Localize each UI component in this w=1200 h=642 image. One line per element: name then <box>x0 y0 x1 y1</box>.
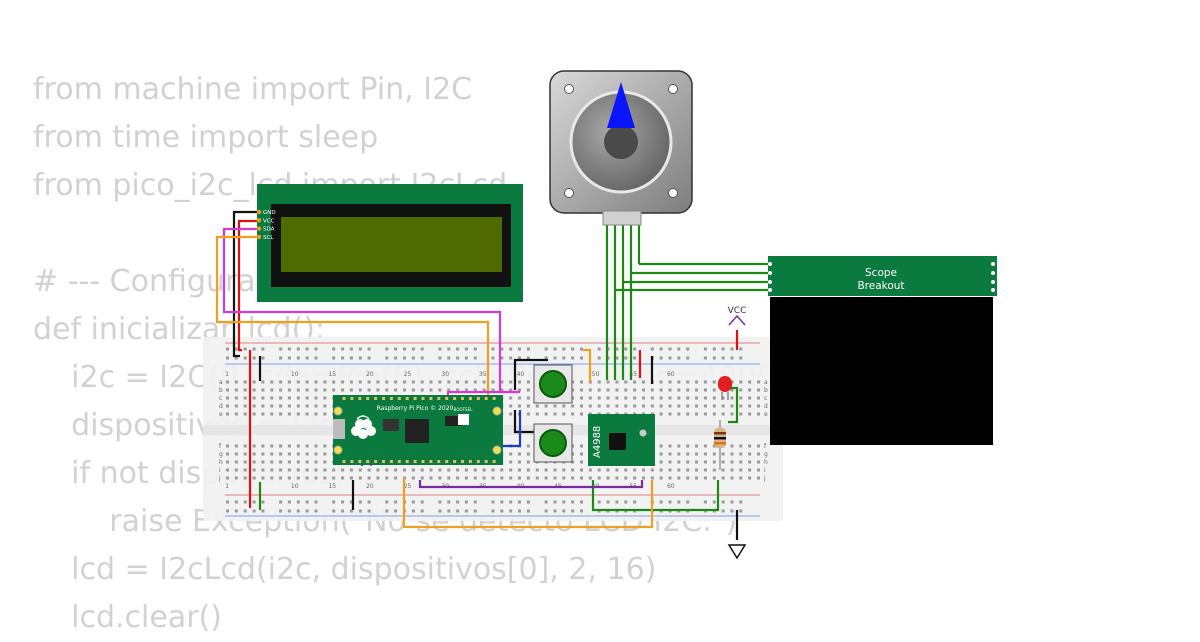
column-number: 15 <box>328 371 336 378</box>
row-letter: f <box>219 443 222 450</box>
scope-title: Scope <box>865 267 897 279</box>
wire-button1 <box>513 358 548 390</box>
column-number: 55 <box>629 371 637 378</box>
row-letter: d <box>219 403 223 410</box>
column-number: 25 <box>404 371 412 378</box>
motor-wires <box>605 225 770 380</box>
lcd-pin-label: VCC <box>263 218 275 224</box>
wire-lcd-vcc <box>237 219 257 352</box>
code-line: from machine import Pin, I2C <box>33 72 473 107</box>
row-letter: g <box>764 451 768 458</box>
column-number: 10 <box>291 371 299 378</box>
pico-pins <box>342 397 496 463</box>
column-number: 15 <box>328 483 336 490</box>
pico-label: Raspberry Pi Pico © 2020 <box>377 405 454 412</box>
row-letter: a <box>764 379 768 386</box>
scope-subtitle: Breakout <box>857 280 904 292</box>
code-line: from time import sleep <box>33 120 379 155</box>
row-letter: d <box>764 403 768 410</box>
column-number: 1 <box>225 371 229 378</box>
row-letter: a <box>219 379 223 386</box>
column-number: 1 <box>225 483 229 490</box>
a4988-driver[interactable]: A4988 <box>588 414 655 466</box>
column-number: 40 <box>517 371 525 378</box>
column-number: 20 <box>366 483 374 490</box>
column-number: 50 <box>592 371 600 378</box>
row-letter: b <box>764 387 768 394</box>
wire-lcd-gnd <box>232 210 257 358</box>
pico-chip <box>405 419 429 443</box>
bootsel-button <box>458 414 469 425</box>
row-letter: b <box>219 387 223 394</box>
code-line: lcd.clear() <box>33 600 222 635</box>
column-number: 60 <box>667 371 675 378</box>
row-letter: i <box>219 467 221 474</box>
scope-breakout[interactable]: Scope Breakout <box>768 256 997 445</box>
row-letter: f <box>764 443 767 450</box>
column-number: 35 <box>479 371 487 378</box>
row-letter: j <box>763 475 766 482</box>
row-letter: c <box>764 395 767 402</box>
wire-orange-bottom <box>402 478 654 529</box>
column-number: 20 <box>366 371 374 378</box>
red-led[interactable] <box>718 376 732 400</box>
row-letter: h <box>764 459 768 466</box>
raspberry-logo-icon <box>351 415 376 439</box>
row-letter: c <box>219 395 222 402</box>
lcd-pin-label: SDA <box>263 227 275 233</box>
a4988-label: A4988 <box>592 426 603 458</box>
stepper-motor[interactable] <box>549 70 693 226</box>
row-letter: i <box>764 467 766 474</box>
wire-led <box>727 386 739 424</box>
code-line: lcd = I2cLcd(i2c, dispositivos[0], 2, 16… <box>33 552 657 587</box>
row-letter: e <box>219 411 223 418</box>
row-letter: e <box>764 411 768 418</box>
wire-button2 <box>513 410 538 434</box>
push-button-1[interactable] <box>533 364 573 404</box>
lcd-pins: GND VCC SDA SCL <box>256 209 276 241</box>
scope-screen <box>770 297 993 445</box>
motor-pointer <box>607 82 635 128</box>
vcc-label: VCC <box>728 306 747 316</box>
bootsel-label: BOOTSEL <box>454 407 473 412</box>
column-number: 10 <box>291 483 299 490</box>
lcd-display[interactable]: GND VCC SDA SCL <box>256 184 523 302</box>
wire-orange-motor <box>583 348 592 382</box>
row-letter: h <box>219 459 223 466</box>
column-number: 30 <box>441 371 449 378</box>
lcd-pin-label: SCL <box>263 235 274 241</box>
wire-green-bottom <box>591 480 720 512</box>
row-letter: g <box>219 451 223 458</box>
column-number: 25 <box>404 483 412 490</box>
wire-lcd-scl <box>215 235 490 400</box>
vcc-symbol: VCC <box>728 306 747 326</box>
push-button-2[interactable] <box>533 423 573 463</box>
lcd-pin-label: GND <box>263 210 276 216</box>
resistor <box>714 420 726 470</box>
wire-purple <box>418 480 644 489</box>
ground-symbol <box>727 544 747 560</box>
raspberry-pi-pico[interactable]: Raspberry Pi Pico © 2020 BOOTSEL <box>333 395 503 465</box>
column-number: 60 <box>667 483 675 490</box>
row-letter: j <box>218 475 221 482</box>
